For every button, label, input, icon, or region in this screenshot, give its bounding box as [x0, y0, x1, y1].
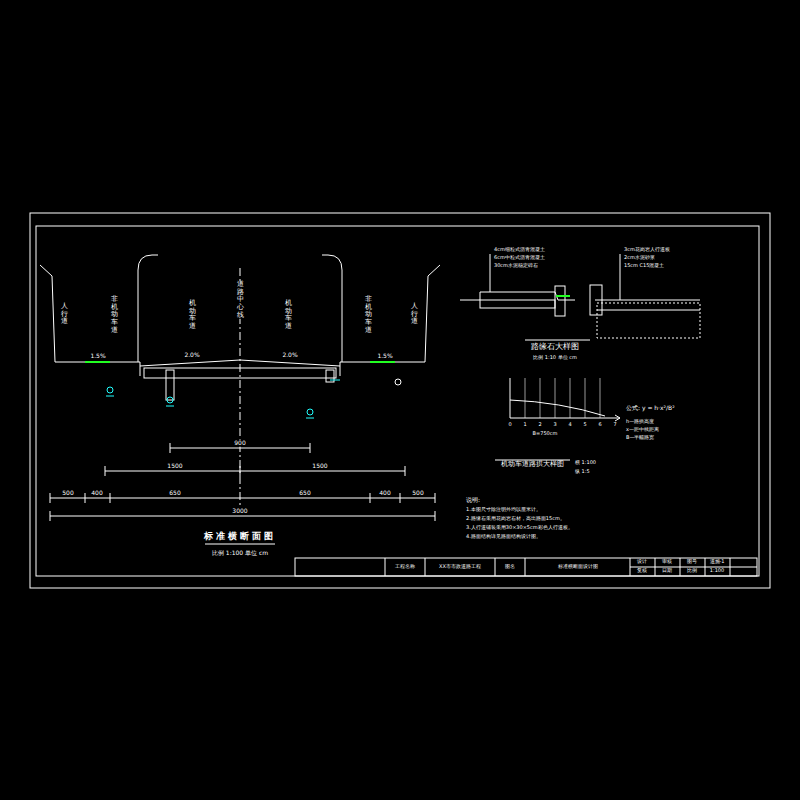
drawing-label: 500: [61, 490, 74, 497]
drawing-label: 比例: [686, 568, 698, 574]
drawing-label: XX市市政道路工程: [438, 564, 482, 570]
drawing-label: 2.0%: [183, 352, 200, 359]
drawing-label: 2cm水泥砂浆: [623, 255, 656, 261]
drawing-label: 公式: y = h·x²/B²: [625, 405, 676, 412]
drawing-label: 4.路面结构详见路面结构设计图。: [465, 534, 542, 540]
drawing-label: 1.5%: [376, 353, 393, 360]
drawing-label: 比例 1:10 单位 cm: [532, 355, 578, 361]
drawing-label: 图号: [686, 559, 698, 565]
drawing-label: 1500: [166, 463, 183, 470]
drawing-label: 机动车道: [188, 300, 197, 331]
drawing-label: x—距中线距离: [625, 427, 660, 433]
drawing-label: 0: [507, 422, 512, 428]
drawing-label: 道施-1: [709, 559, 726, 565]
drawing-label: 路缘石大样图: [530, 343, 580, 352]
drawing-label: 1.5%: [89, 353, 106, 360]
drawing-label: 500: [411, 490, 424, 497]
drawing-label: 3: [552, 422, 557, 428]
drawing-label: 3cm花岗岩人行道板: [623, 247, 671, 253]
drawing-label: 1500: [311, 463, 328, 470]
drawing-label: 400: [90, 490, 103, 497]
drawing-label: 2: [537, 422, 542, 428]
drawing-label: 人行道: [410, 303, 419, 326]
drawing-label: 6cm中粒式沥青混凝土: [493, 255, 546, 261]
drawing-label: 复核: [636, 568, 648, 574]
drawing-label: B—半幅路宽: [625, 435, 655, 441]
drawing-title: 标准横断面图: [203, 532, 277, 542]
drawing-label: B=750cm: [532, 431, 559, 437]
drawing-label: 400: [378, 490, 391, 497]
drawing-label: 650: [298, 490, 311, 497]
drawing-label: 横 1:100: [574, 460, 597, 466]
drawing-label: 4: [567, 422, 572, 428]
drawing-label: 5: [582, 422, 587, 428]
drawing-label: 审核: [661, 559, 673, 565]
drawing-label: 人行道: [60, 303, 69, 326]
drawing-label: 说明:: [465, 497, 481, 504]
drawing-label: 图名: [504, 564, 516, 570]
drawing-label: 6: [597, 422, 602, 428]
drawing-label: 机动车道路拱大样图: [500, 461, 565, 469]
drawing-label: 纵 1:5: [574, 469, 591, 475]
drawing-label: 非机动车道: [364, 296, 373, 334]
drawing-label: 1: [522, 422, 527, 428]
drawing-label: h—路拱高度: [625, 419, 655, 425]
drawing-label: 道路中心线: [236, 281, 245, 319]
drawing-label: 15cm C15混凝土: [623, 263, 665, 269]
drawing-label: 3.人行道铺装采用30×30×5cm彩色人行道板。: [465, 525, 574, 531]
drawing-label: 设计: [636, 559, 648, 565]
drawing-label: 标准横断面设计图: [557, 564, 599, 570]
drawing-label: 4cm细粒式沥青混凝土: [493, 247, 546, 253]
drawing-label: 工程名称: [394, 564, 416, 570]
drawing-label: 7: [612, 422, 617, 428]
drawing-label: 1.本图尺寸除注明外均以厘米计。: [465, 507, 542, 513]
drawing-label: 非机动车道: [110, 296, 119, 334]
drawing-label: 30cm水泥稳定碎石: [493, 263, 539, 269]
drawing-label: 日期: [661, 568, 673, 574]
drawing-label: 2.0%: [281, 352, 298, 359]
drawing-label: 3000: [231, 508, 248, 515]
drawing-label: 1:100: [709, 568, 725, 574]
drawing-label: 机动车道: [284, 300, 293, 331]
drawing-label: 650: [168, 490, 181, 497]
drawing-label: 2.路缘石采用花岗岩石材，高出路面15cm。: [465, 516, 566, 522]
drawing-label: 900: [233, 440, 246, 447]
drawing-label: 比例 1:100 单位 cm: [211, 550, 269, 557]
